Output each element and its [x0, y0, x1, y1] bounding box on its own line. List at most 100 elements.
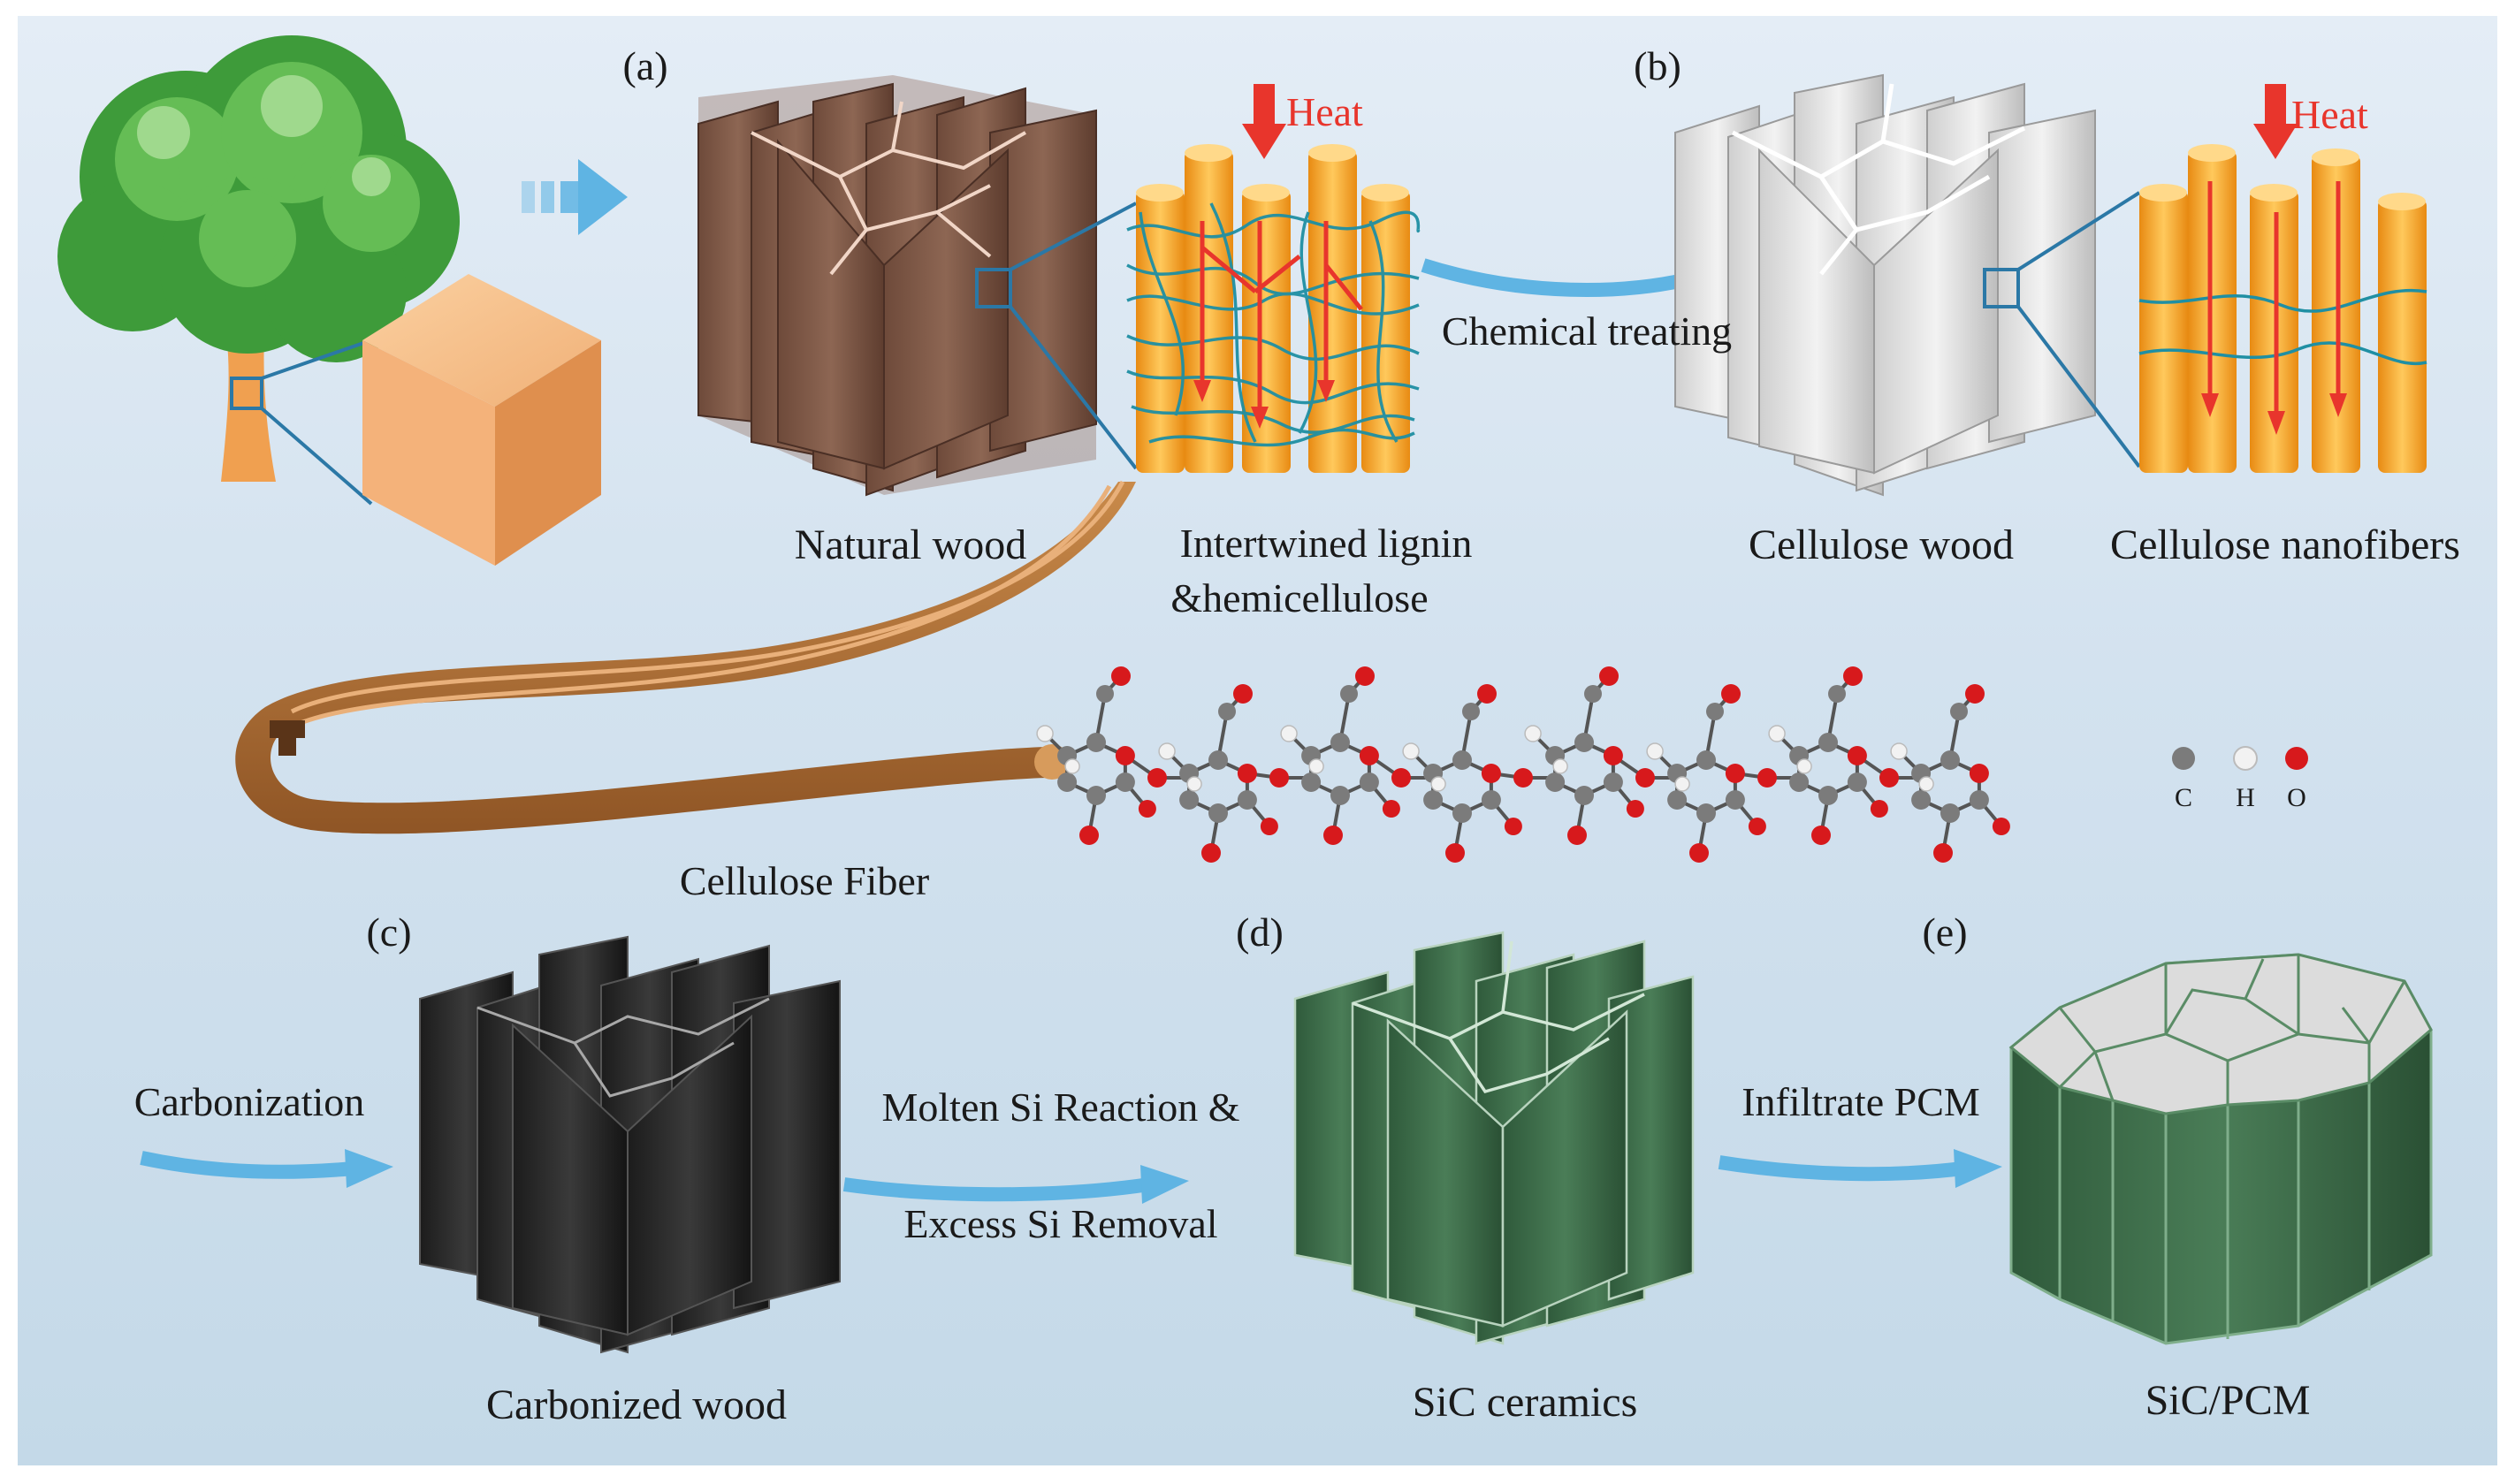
- carbon-atom: [1789, 772, 1810, 792]
- oxygen-atom: [1481, 764, 1501, 783]
- carbon-atom: [1179, 790, 1200, 810]
- intertwined-fibers: [1126, 84, 1421, 473]
- carbon-atom: [1086, 786, 1106, 805]
- heat-label-a: Heat: [1286, 89, 1363, 134]
- oxygen-atom: [1603, 746, 1623, 765]
- carbon-atom: [1340, 685, 1358, 703]
- hydrogen-atom: [1036, 725, 1054, 742]
- cellulose-nanofibers-label: Cellulose nanofibers: [2110, 521, 2460, 568]
- oxygen-atom: [1233, 684, 1253, 704]
- atom-o-dot: [2285, 747, 2308, 770]
- infiltrate-pcm-arrow: [1718, 1149, 2002, 1188]
- carbon-atom: [1115, 772, 1135, 792]
- carbon-atom: [1423, 790, 1444, 810]
- oxygen-atom: [1138, 800, 1156, 818]
- hydrogen-atom: [1064, 758, 1080, 774]
- oxygen-atom: [1725, 764, 1745, 783]
- carbonization-label: Carbonization: [134, 1079, 365, 1124]
- heat-label-b: Heat: [2291, 92, 2368, 137]
- carbon-atom: [1828, 685, 1846, 703]
- oxygen-atom: [1965, 684, 1985, 704]
- cellulose-wood-structure: [1674, 73, 2141, 497]
- oxygen-atom: [1847, 746, 1867, 765]
- carbon-atom: [1208, 803, 1228, 823]
- oxygen-atom: [1111, 666, 1131, 686]
- atom-h-label: H: [2236, 783, 2255, 812]
- carbon-atom: [1574, 786, 1594, 805]
- hydrogen-atom: [1674, 776, 1690, 792]
- oxygen-atom: [1260, 818, 1278, 835]
- carbon-atom: [1452, 803, 1472, 823]
- atom-o-label: O: [2287, 783, 2306, 812]
- molten-si-label-line1: Molten Si Reaction &: [881, 1084, 1239, 1130]
- carbon-atom: [1208, 750, 1228, 770]
- oxygen-atom: [1504, 818, 1522, 835]
- carbon-atom: [1940, 750, 1960, 770]
- sic-pcm-label: SiC/PCM: [2145, 1377, 2311, 1424]
- cellulose-molecule: [1036, 666, 2010, 863]
- hydrogen-atom: [1796, 758, 1812, 774]
- oxygen-atom: [1635, 768, 1655, 788]
- oxygen-atom: [1079, 826, 1099, 845]
- hydrogen-atom: [1768, 725, 1786, 742]
- oxygen-atom: [1969, 764, 1989, 783]
- hydrogen-atom: [1430, 776, 1446, 792]
- hydrogen-atom: [1308, 758, 1324, 774]
- oxygen-atom: [1391, 768, 1411, 788]
- intertwined-label-line1: Intertwined lignin: [1180, 521, 1473, 566]
- oxygen-atom: [1748, 818, 1766, 835]
- carbon-atom: [1330, 786, 1350, 805]
- cellulose-wood-label: Cellulose wood: [1749, 521, 2014, 568]
- oxygen-atom: [1477, 684, 1497, 704]
- cellulose-fiber-label: Cellulose Fiber: [680, 858, 929, 903]
- carbon-atom: [1940, 803, 1960, 823]
- oxygen-atom: [1237, 764, 1257, 783]
- carbon-atom: [1452, 750, 1472, 770]
- panel-label-a: (a): [622, 43, 667, 88]
- flow-arrow-1: [522, 159, 628, 235]
- oxygen-atom: [1933, 843, 1953, 863]
- carbon-atom: [1818, 786, 1838, 805]
- carbon-atom: [1330, 733, 1350, 752]
- tree-illustration: [57, 35, 460, 506]
- carbon-atom: [1096, 685, 1114, 703]
- hydrogen-atom: [1524, 725, 1542, 742]
- hydrogen-atom: [1918, 776, 1934, 792]
- oxygen-atom: [1382, 800, 1400, 818]
- wood-cube: [362, 274, 601, 566]
- oxygen-atom: [1599, 666, 1619, 686]
- carbon-atom: [1667, 790, 1688, 810]
- oxygen-atom: [1721, 684, 1741, 704]
- sic-ceramics-label: SiC ceramics: [1413, 1379, 1638, 1426]
- chemical-treating-label: Chemical treating: [1442, 308, 1732, 354]
- oxygen-atom: [1879, 768, 1899, 788]
- hydrogen-atom: [1402, 742, 1420, 760]
- oxygen-atom: [1147, 768, 1167, 788]
- panel-label-d: (d): [1236, 909, 1284, 955]
- oxygen-atom: [1811, 826, 1831, 845]
- oxygen-atom: [1115, 746, 1135, 765]
- hydrogen-atom: [1552, 758, 1568, 774]
- carbon-atom: [1725, 790, 1745, 810]
- hydrogen-atom: [1186, 776, 1202, 792]
- hydrogen-atom: [1280, 725, 1298, 742]
- oxygen-atom: [1870, 800, 1888, 818]
- oxygen-atom: [1513, 768, 1533, 788]
- atom-h-dot: [2233, 746, 2258, 771]
- carbon-atom: [1818, 733, 1838, 752]
- cellulose-fiber-rope: [235, 480, 1136, 834]
- carbon-atom: [1301, 772, 1322, 792]
- atom-c-dot: [2172, 747, 2195, 770]
- carbon-atom: [1086, 733, 1106, 752]
- cellulose-nanofibers: [2138, 84, 2427, 473]
- atom-c-label: C: [2175, 783, 2192, 812]
- carbon-atom: [1359, 772, 1379, 792]
- carbon-atom: [1911, 790, 1932, 810]
- hydrogen-atom: [1890, 742, 1908, 760]
- oxygen-atom: [1992, 818, 2010, 835]
- carbonization-arrow: [140, 1149, 393, 1188]
- molten-si-arrow: [842, 1165, 1189, 1204]
- carbon-atom: [1603, 772, 1623, 792]
- natural-wood-structure: [697, 75, 1138, 497]
